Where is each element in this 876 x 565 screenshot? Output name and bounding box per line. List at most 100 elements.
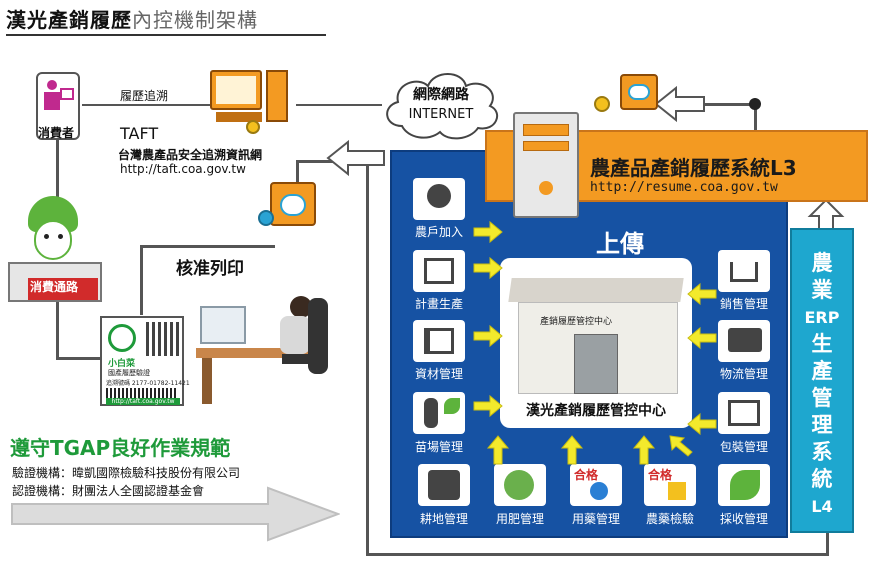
line-consumer-down (56, 138, 59, 208)
module-label: 物流管理 (719, 367, 768, 381)
control-center-photo: 產銷履歷管控中心 (500, 258, 692, 428)
erp-label: 農 業 ERP 生 產 管 理 系 統 L4 (790, 250, 854, 520)
internet-line2: INTERNET (408, 107, 474, 122)
key-icon-print (258, 210, 274, 226)
vegetable-mascot-icon (18, 196, 88, 266)
channel-label: 消費通路 (30, 280, 79, 294)
cloud-icon (386, 73, 499, 140)
line-consumer-pc (82, 104, 210, 106)
packaging-box-icon[interactable] (718, 392, 770, 434)
page-title: 漢光產銷履歷內控機制架構 (6, 4, 258, 33)
line-outer-bottom (366, 553, 828, 556)
certification-logo-icon (108, 324, 136, 352)
glyph (590, 482, 608, 500)
glyph (504, 470, 534, 500)
computer-icon (210, 70, 290, 126)
erp-system-box (790, 228, 854, 533)
module-label: 農藥檢驗 (645, 512, 694, 526)
arrow-up-erp (807, 198, 845, 231)
glyph (424, 328, 454, 354)
erp-char: 農 (811, 251, 833, 275)
line-pc-cloud (296, 104, 382, 106)
arrow-tgap (11, 486, 340, 542)
line-outer-right (826, 533, 829, 556)
arrow-to-cloud (654, 85, 705, 123)
module-label: 耕地管理 (419, 512, 468, 526)
module-label: 計畫生產 (414, 297, 463, 311)
label-url: http://taft.coa.gov.tw (106, 398, 180, 405)
line-top-right (704, 103, 756, 106)
glyph (728, 328, 762, 352)
erp-char: 統 (811, 467, 833, 491)
line-print-right (296, 160, 336, 163)
title-underline (6, 34, 326, 36)
label-product: 小白菜 (108, 359, 136, 369)
line-print-top (140, 245, 275, 248)
line-outer-left (366, 150, 369, 556)
trace-label: 履歷追溯 (120, 89, 169, 103)
tgap-verifier: 驗證機構：暐凱國際檢驗科技股份有限公司 (12, 466, 241, 480)
pass-badge: 合格 (648, 468, 673, 482)
erp-char: ERP (804, 308, 840, 327)
server-icon (513, 112, 579, 218)
l3-title: 農產品產銷履歷系統L3 (590, 156, 797, 180)
module-label: 採收管理 (719, 512, 768, 526)
glyph (424, 398, 438, 428)
store-counter (8, 262, 102, 302)
key-icon-gateway (594, 96, 610, 112)
taft-full-name: 台灣農產品安全追溯資訊網 (118, 148, 263, 162)
glyph (730, 262, 758, 282)
key-icon (246, 120, 260, 134)
glyph (444, 398, 460, 414)
tgap-title: 遵守TGAP良好作業規範 (10, 436, 231, 460)
glyph (427, 184, 451, 208)
module-label: 銷售管理 (719, 297, 768, 311)
title-bold: 漢光產銷履歷 (6, 8, 132, 32)
erp-char: 理 (811, 413, 833, 437)
building-sign: 產銷履歷管控中心 (540, 317, 613, 327)
tgap-accreditor: 認證機構：財團法人全國認證基金會 (12, 484, 205, 498)
line-top-right-down (754, 103, 757, 131)
line-channel-down (56, 300, 59, 360)
erp-char: 系 (811, 440, 833, 464)
plan-production-icon[interactable] (413, 250, 465, 292)
erp-char: L4 (811, 497, 833, 516)
sales-cart-icon[interactable] (718, 250, 770, 292)
printer-scanner-icon (270, 182, 316, 226)
taft-name: TAFT (120, 124, 159, 143)
module-label: 農戶加入 (414, 225, 463, 239)
office-worker-illustration (196, 288, 342, 408)
glyph (668, 482, 686, 500)
glyph (730, 470, 760, 500)
glyph (428, 470, 460, 500)
barcode-icon (106, 388, 178, 398)
consumer-icon (36, 72, 80, 140)
qr-code-icon (146, 322, 180, 356)
taft-url[interactable]: http://taft.coa.gov.tw (120, 162, 246, 176)
gateway-device-icon (620, 74, 658, 110)
erp-char: 產 (811, 359, 833, 383)
title-light: 內控機制架構 (132, 8, 258, 32)
module-label: 苗場管理 (414, 440, 463, 454)
module-label: 用藥管理 (571, 512, 620, 526)
print-label: 核准列印 (176, 259, 244, 279)
module-label: 資材管理 (414, 367, 463, 381)
line-label-up (140, 245, 143, 315)
label-line2: 國產履歷驗證 (108, 369, 150, 377)
erp-char: 生 (811, 332, 833, 356)
upload-label: 上傳 (596, 230, 644, 258)
pass-badge: 合格 (574, 468, 599, 482)
l3-url[interactable]: http://resume.coa.gov.tw (590, 180, 778, 195)
erp-char: 業 (811, 278, 833, 302)
erp-char: 管 (811, 386, 833, 410)
junction-dot (749, 98, 761, 110)
internet-line1: 網際網路 (413, 87, 469, 103)
arrow-from-panel (326, 139, 385, 177)
yellow-arrows (473, 220, 717, 465)
module-label: 用肥管理 (495, 512, 544, 526)
materials-icon[interactable] (413, 320, 465, 362)
control-center-label: 漢光產銷履歷管控中心 (526, 403, 666, 419)
glyph (728, 400, 760, 426)
consumer-label: 消費者 (38, 126, 75, 140)
line-print-up (296, 160, 299, 185)
